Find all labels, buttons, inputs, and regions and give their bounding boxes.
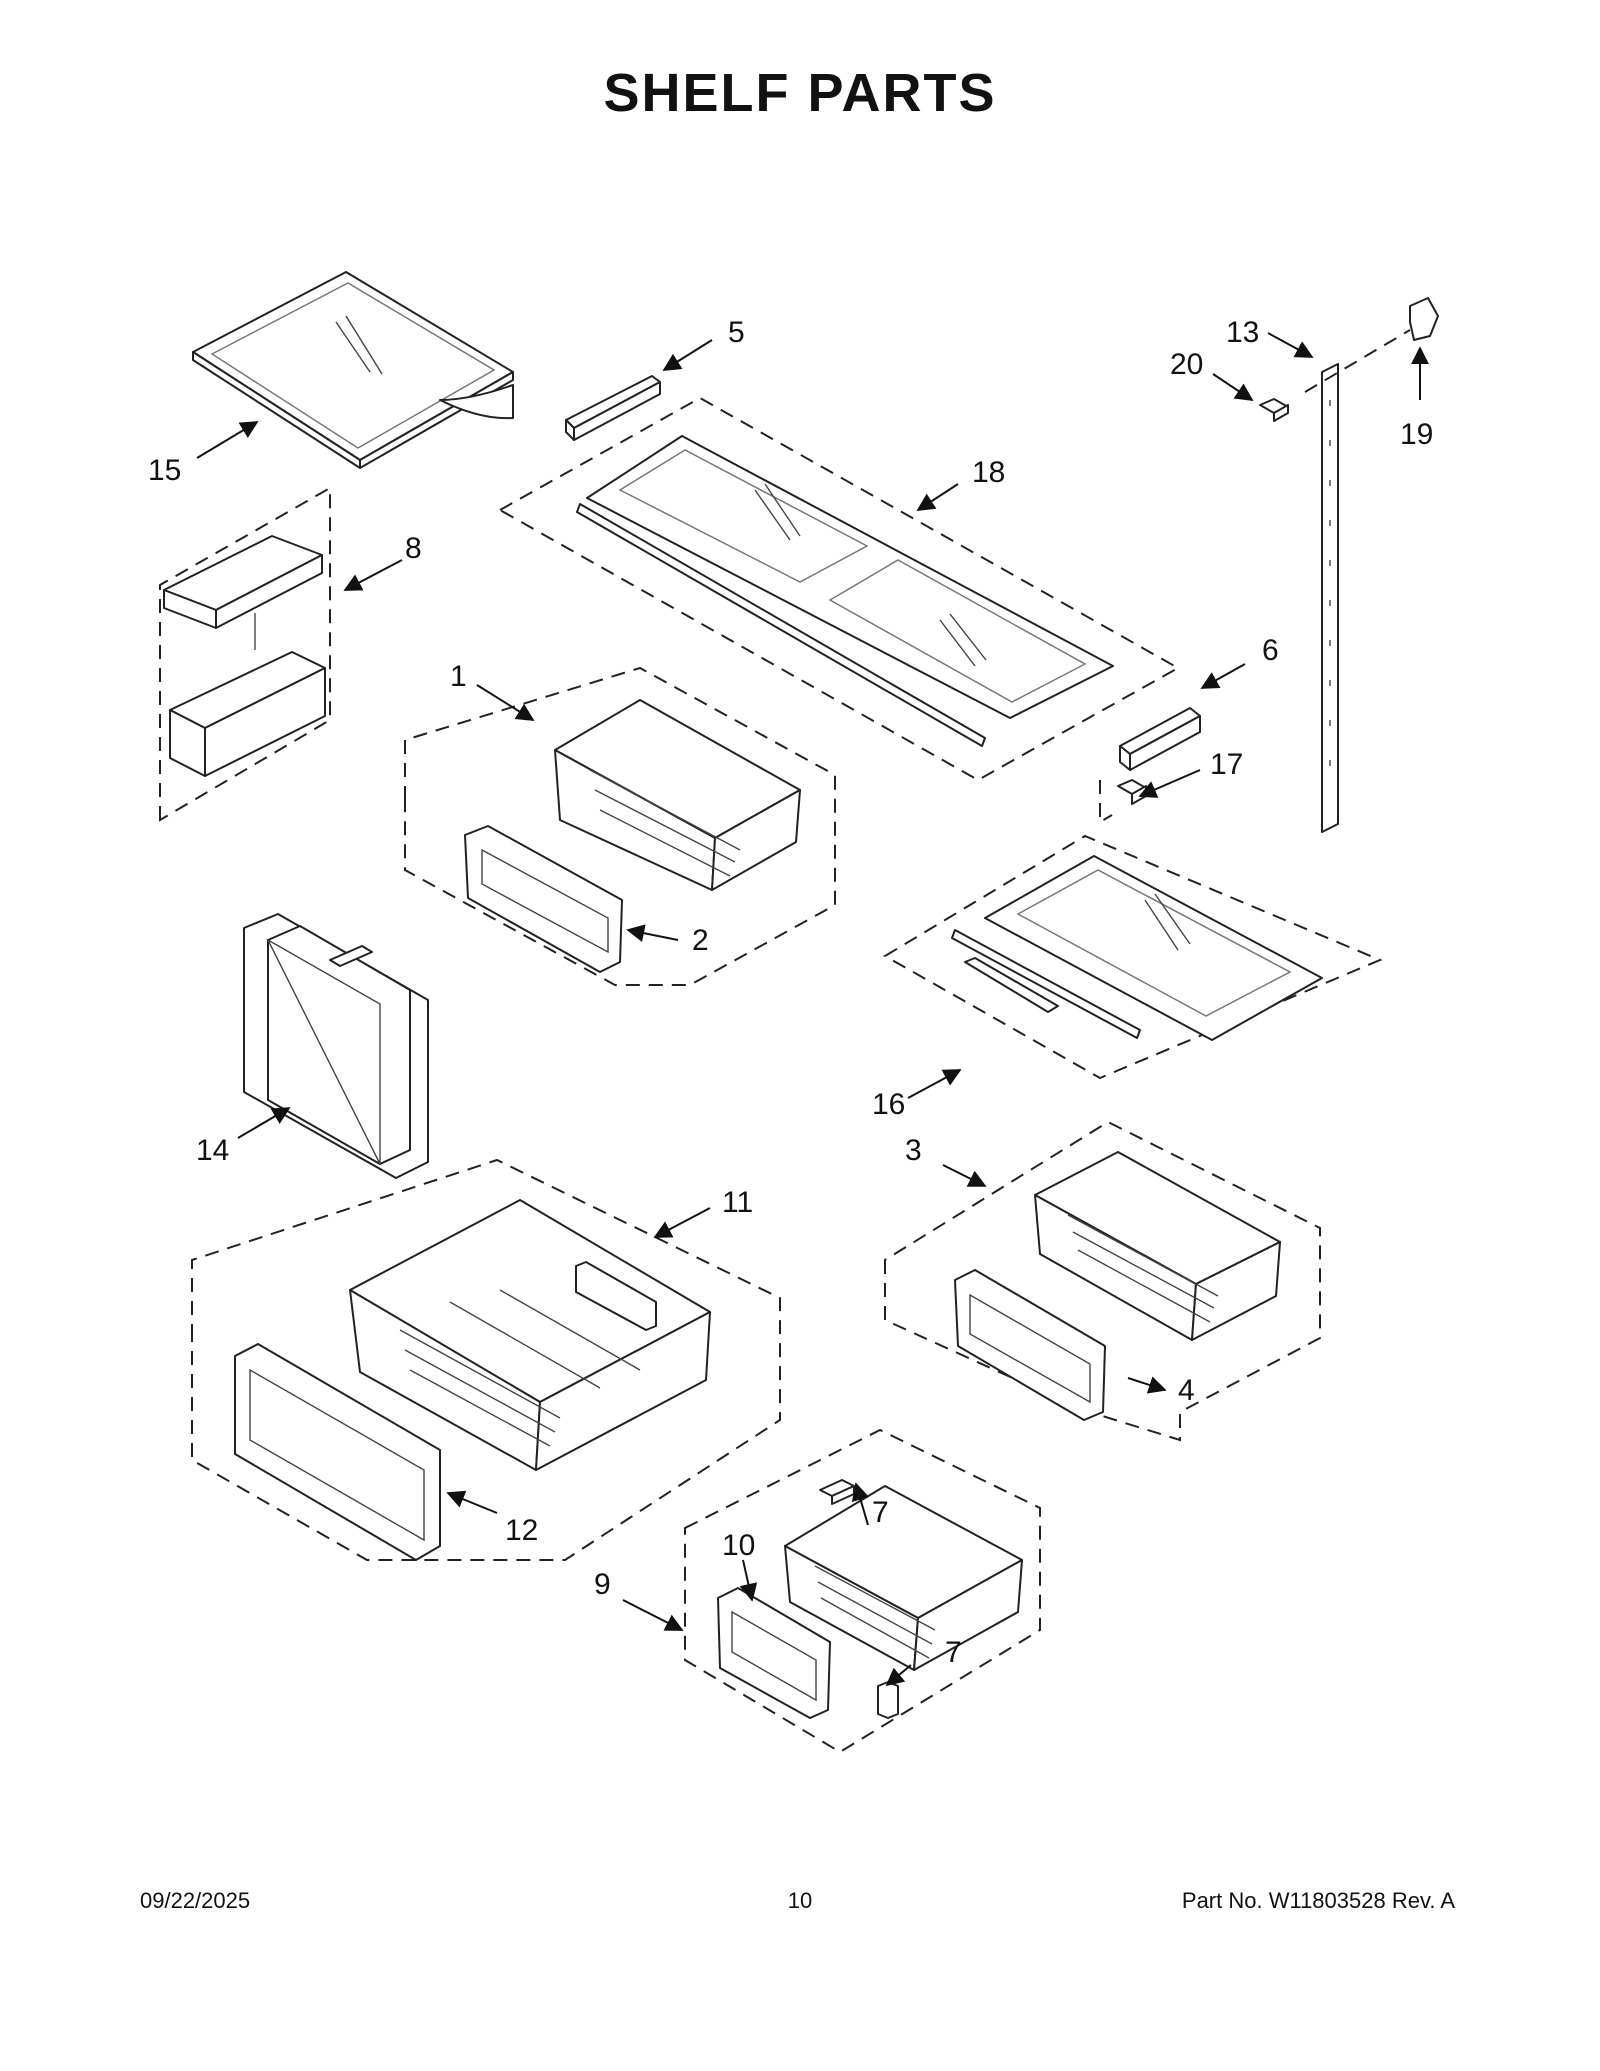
double-shelf-part-18 [497,396,1181,782]
callout-5: 5 [728,316,745,349]
crisper-drawer-part-1 [404,666,836,986]
shelf-part-15 [192,271,514,469]
callout-8: 8 [405,532,422,565]
callout-20: 20 [1170,348,1203,381]
callout-2: 2 [692,924,709,957]
callout-6: 6 [1262,634,1279,667]
footer-part-number: Part No. W11803528 Rev. A [1181,1888,1455,1913]
leader-arrows [196,332,1429,1687]
footer-date: 09/22/2025 [140,1888,251,1913]
callout-7-lower: 7 [945,1636,962,1669]
screw-part-7-lower [877,1681,899,1719]
page-title: SHELF PARTS [603,63,997,123]
callout-18: 18 [972,456,1005,489]
callout-1: 1 [450,660,467,693]
pan-part-14 [243,913,429,1179]
callout-17: 17 [1210,748,1243,781]
bracket-part-6 [1119,707,1201,771]
drawer-front-part-12 [234,1343,441,1561]
screw-part-17 [1099,779,1147,824]
callout-9: 9 [594,1568,611,1601]
callout-12: 12 [505,1514,538,1547]
bracket-part-5 [565,375,661,441]
callout-16: 16 [872,1088,905,1121]
glass-shelf-part-16 [883,834,1383,1080]
callout-4: 4 [1178,1374,1195,1407]
callout-10: 10 [722,1529,755,1562]
rail-part-13 [1304,329,1411,833]
footer-page-number: 10 [787,1888,813,1913]
small-drawer-part-9 [684,1428,1041,1754]
callout-labels: 15 5 18 8 1 2 6 17 16 14 11 3 4 12 7 10 … [148,316,1433,1669]
drawer-front-part-4 [954,1269,1106,1421]
crisper-drawer-part-3 [884,1120,1321,1442]
screw-part-7-upper [819,1479,855,1505]
drawer-front-part-2 [464,825,623,973]
screw-part-20 [1259,398,1289,422]
callout-15: 15 [148,454,181,487]
callout-11: 11 [722,1186,753,1219]
bin-part-8 [159,486,331,822]
cap-part-19 [1409,297,1439,341]
callout-7-upper: 7 [872,1496,889,1529]
callout-19: 19 [1400,418,1433,451]
drawer-front-part-10 [717,1587,831,1719]
callout-13: 13 [1226,316,1259,349]
callout-3: 3 [905,1134,922,1167]
callout-14: 14 [196,1134,229,1167]
large-drawer-part-11 [191,1158,781,1561]
